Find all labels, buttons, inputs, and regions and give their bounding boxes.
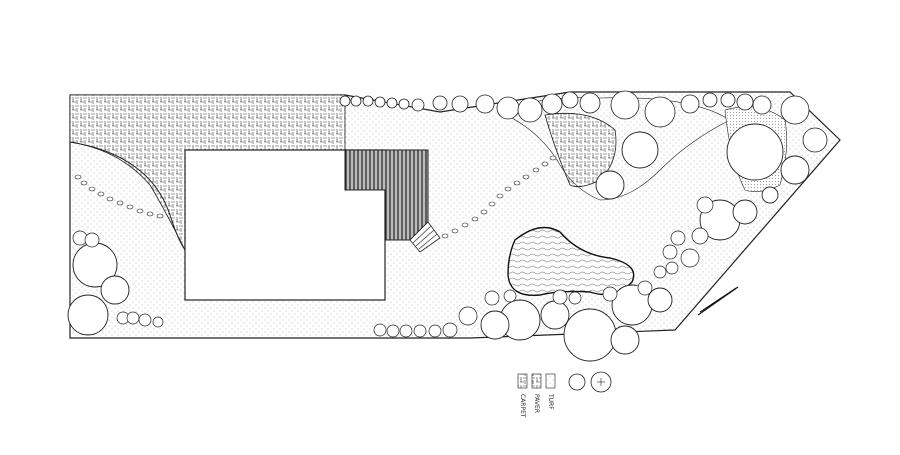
deck bbox=[344, 149, 429, 241]
shrub-row-top bbox=[339, 90, 828, 153]
shrub-bed-upper bbox=[499, 97, 731, 201]
legend: CARPET PAVER TURF bbox=[517, 371, 612, 418]
legend-label-carpet: CARPET bbox=[519, 394, 526, 418]
legend-label-turf: TURF bbox=[547, 393, 554, 410]
lawn-edge-curve bbox=[69, 141, 186, 251]
stepping-stones-diagonal bbox=[441, 155, 557, 239]
legend-label-paver: PAVER bbox=[533, 394, 540, 413]
north-arrow-icon bbox=[697, 286, 739, 316]
legend-swatch-turf bbox=[545, 373, 556, 389]
legend-swatch-carpet bbox=[517, 373, 528, 389]
stepping-stones-left bbox=[74, 174, 164, 219]
tree-canopies bbox=[67, 123, 810, 362]
legend-swatch-paver bbox=[531, 373, 542, 389]
shrub-clusters bbox=[72, 196, 714, 338]
legend-shrub-symbol bbox=[568, 373, 586, 391]
